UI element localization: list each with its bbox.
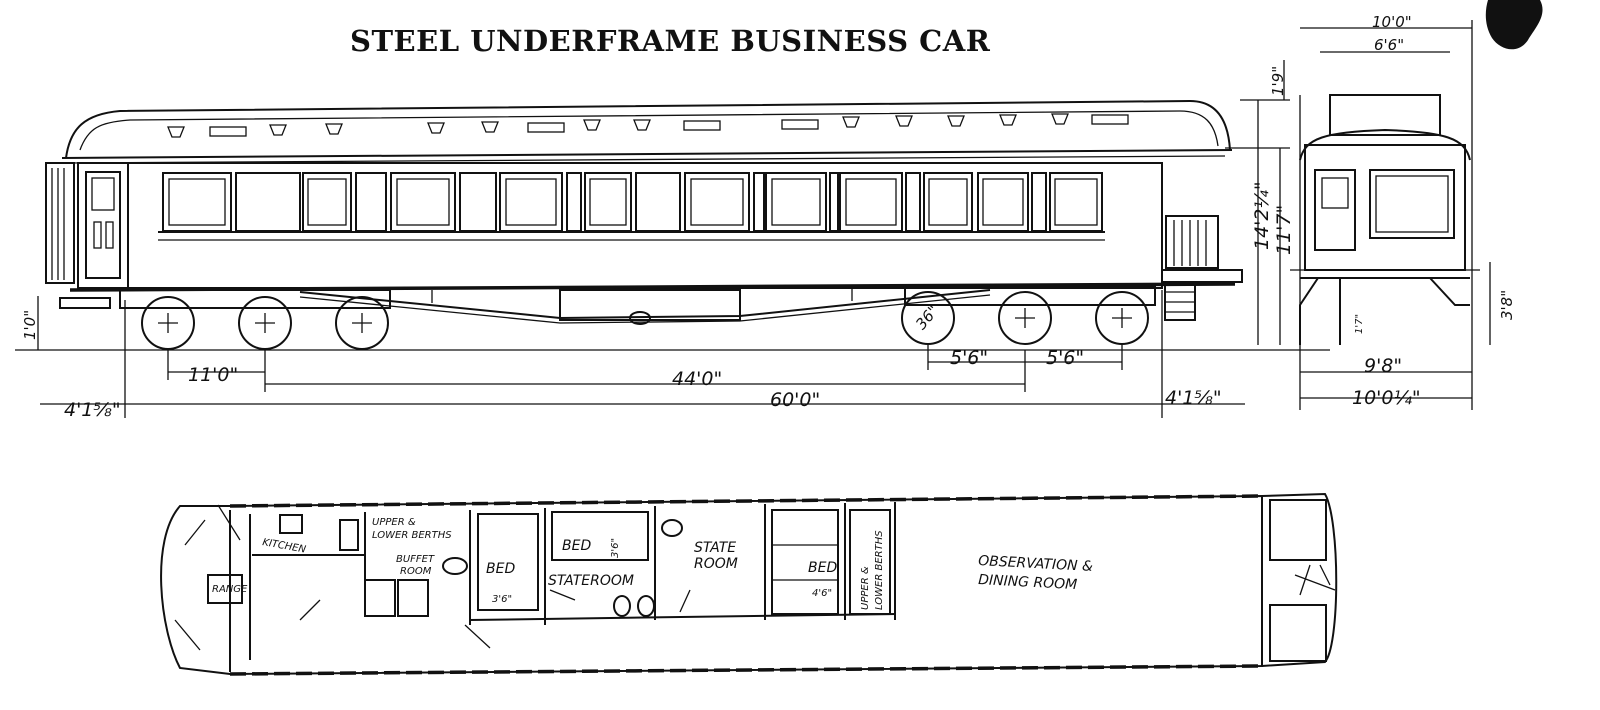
label-bed-2-dim: 3'6" (610, 538, 621, 558)
platform-seat-1 (1269, 499, 1327, 561)
roof-eave (61, 149, 1233, 159)
dim-wheel-diameter: 36" (912, 302, 943, 333)
platform-floor (1161, 269, 1243, 283)
end-clerestory (1329, 94, 1441, 136)
dim-height-body: 11'7" (1273, 205, 1295, 255)
dim-axle-1: 5'6" (950, 347, 988, 369)
wheel (998, 291, 1052, 345)
dim-overall-width: 10'0¼" (1352, 387, 1421, 409)
label-stateroom-2-a: STATE (694, 540, 736, 556)
bed-2 (551, 511, 649, 561)
dim-roof-rise: 1'9" (1269, 66, 1287, 96)
platform-railing (1165, 215, 1219, 269)
label-range: RANGE (212, 584, 248, 595)
ink-blot (1485, 0, 1543, 50)
dim-axle-2: 5'6" (1046, 347, 1084, 369)
wheel (901, 291, 955, 345)
plan-outline (160, 494, 1263, 676)
platform-seat-2 (1269, 604, 1327, 662)
label-observation-b: DINING ROOM (978, 572, 1078, 593)
dim-overhang-left: 4'1⅝" (64, 399, 121, 421)
range (207, 574, 243, 604)
label-bed-3: BED (808, 560, 837, 576)
wheel (335, 296, 389, 350)
side-windows (162, 172, 1103, 232)
roof-outline (65, 99, 1231, 159)
truck-left (119, 289, 391, 350)
label-bed-2: BED (562, 538, 591, 554)
dim-end-bottom: 1'7" (1354, 314, 1365, 334)
dim-height-total: 14'2¼" (1251, 181, 1273, 250)
letterboard (69, 155, 1226, 164)
label-bed-3-dim: 4'6" (812, 588, 832, 599)
dim-truck-wheelbase: 11'0" (188, 364, 238, 386)
coupler-left (59, 297, 111, 309)
dim-roof-inner: 6'6" (1374, 36, 1404, 54)
end-platform-left (45, 162, 75, 284)
label-observation-a: OBSERVATION & (978, 553, 1094, 575)
bed-1 (477, 513, 539, 611)
label-berths-2-a: UPPER & (860, 566, 871, 610)
berths-2 (849, 509, 891, 615)
dim-side-height: 3'8" (1498, 290, 1516, 320)
wheel (141, 296, 195, 350)
dim-truck-centers: 44'0" (672, 368, 722, 390)
side-elevation: 11'0" 44'0" 60'0" 4'1⅝" 4'1⅝" 5'6" 5'6" … (15, 99, 1330, 421)
wheel (1095, 291, 1149, 345)
plan-platform (1261, 492, 1338, 667)
label-pantry: ROOM (400, 566, 432, 577)
end-door (1314, 169, 1356, 251)
dim-roof-width: 10'0" (1372, 13, 1412, 31)
roof-vents (167, 113, 1129, 138)
end-door (85, 171, 121, 279)
drawing-title: STEEL UNDERFRAME BUSINESS CAR (350, 24, 991, 58)
label-bed-1: BED (486, 561, 515, 577)
label-berths-2-b: LOWER BERTHS (874, 530, 885, 610)
floor-plan: KITCHEN RANGE UPPER & LOWER BERTHS BUFFE… (160, 492, 1338, 676)
platform-steps (1164, 282, 1196, 321)
label-kitchen: KITCHEN (261, 537, 307, 556)
dim-overhang-right: 4'1⅝" (1165, 387, 1222, 409)
label-bed-1-dim: 3'6" (492, 594, 512, 605)
wheel (238, 296, 292, 350)
label-berths-1-b: LOWER BERTHS (372, 530, 452, 541)
end-elevation: 10'0" 6'6" 1'9" 9'8" 10'0¼" 3'8" 1'7" (1269, 0, 1543, 410)
truck-right (901, 286, 1156, 345)
dim-sill-width: 9'8" (1364, 355, 1402, 377)
label-buffet: BUFFET (396, 554, 435, 565)
end-underframe (1299, 277, 1470, 345)
dim-car-length: 60'0" (770, 389, 820, 411)
end-window (1369, 169, 1455, 239)
plan-wall-top (229, 494, 1263, 508)
side-dimension-lines (37, 99, 1290, 418)
label-stateroom-2-b: ROOM (694, 556, 738, 572)
roof-inner-line (79, 110, 1219, 151)
bed-3 (771, 509, 839, 615)
label-berths-1-a: UPPER & (372, 517, 416, 528)
plan-wall-bottom (229, 664, 1263, 676)
dim-step-height: 1'0" (21, 310, 39, 340)
brake-cylinder (629, 311, 651, 325)
label-stateroom-1: STATEROOM (548, 573, 634, 589)
